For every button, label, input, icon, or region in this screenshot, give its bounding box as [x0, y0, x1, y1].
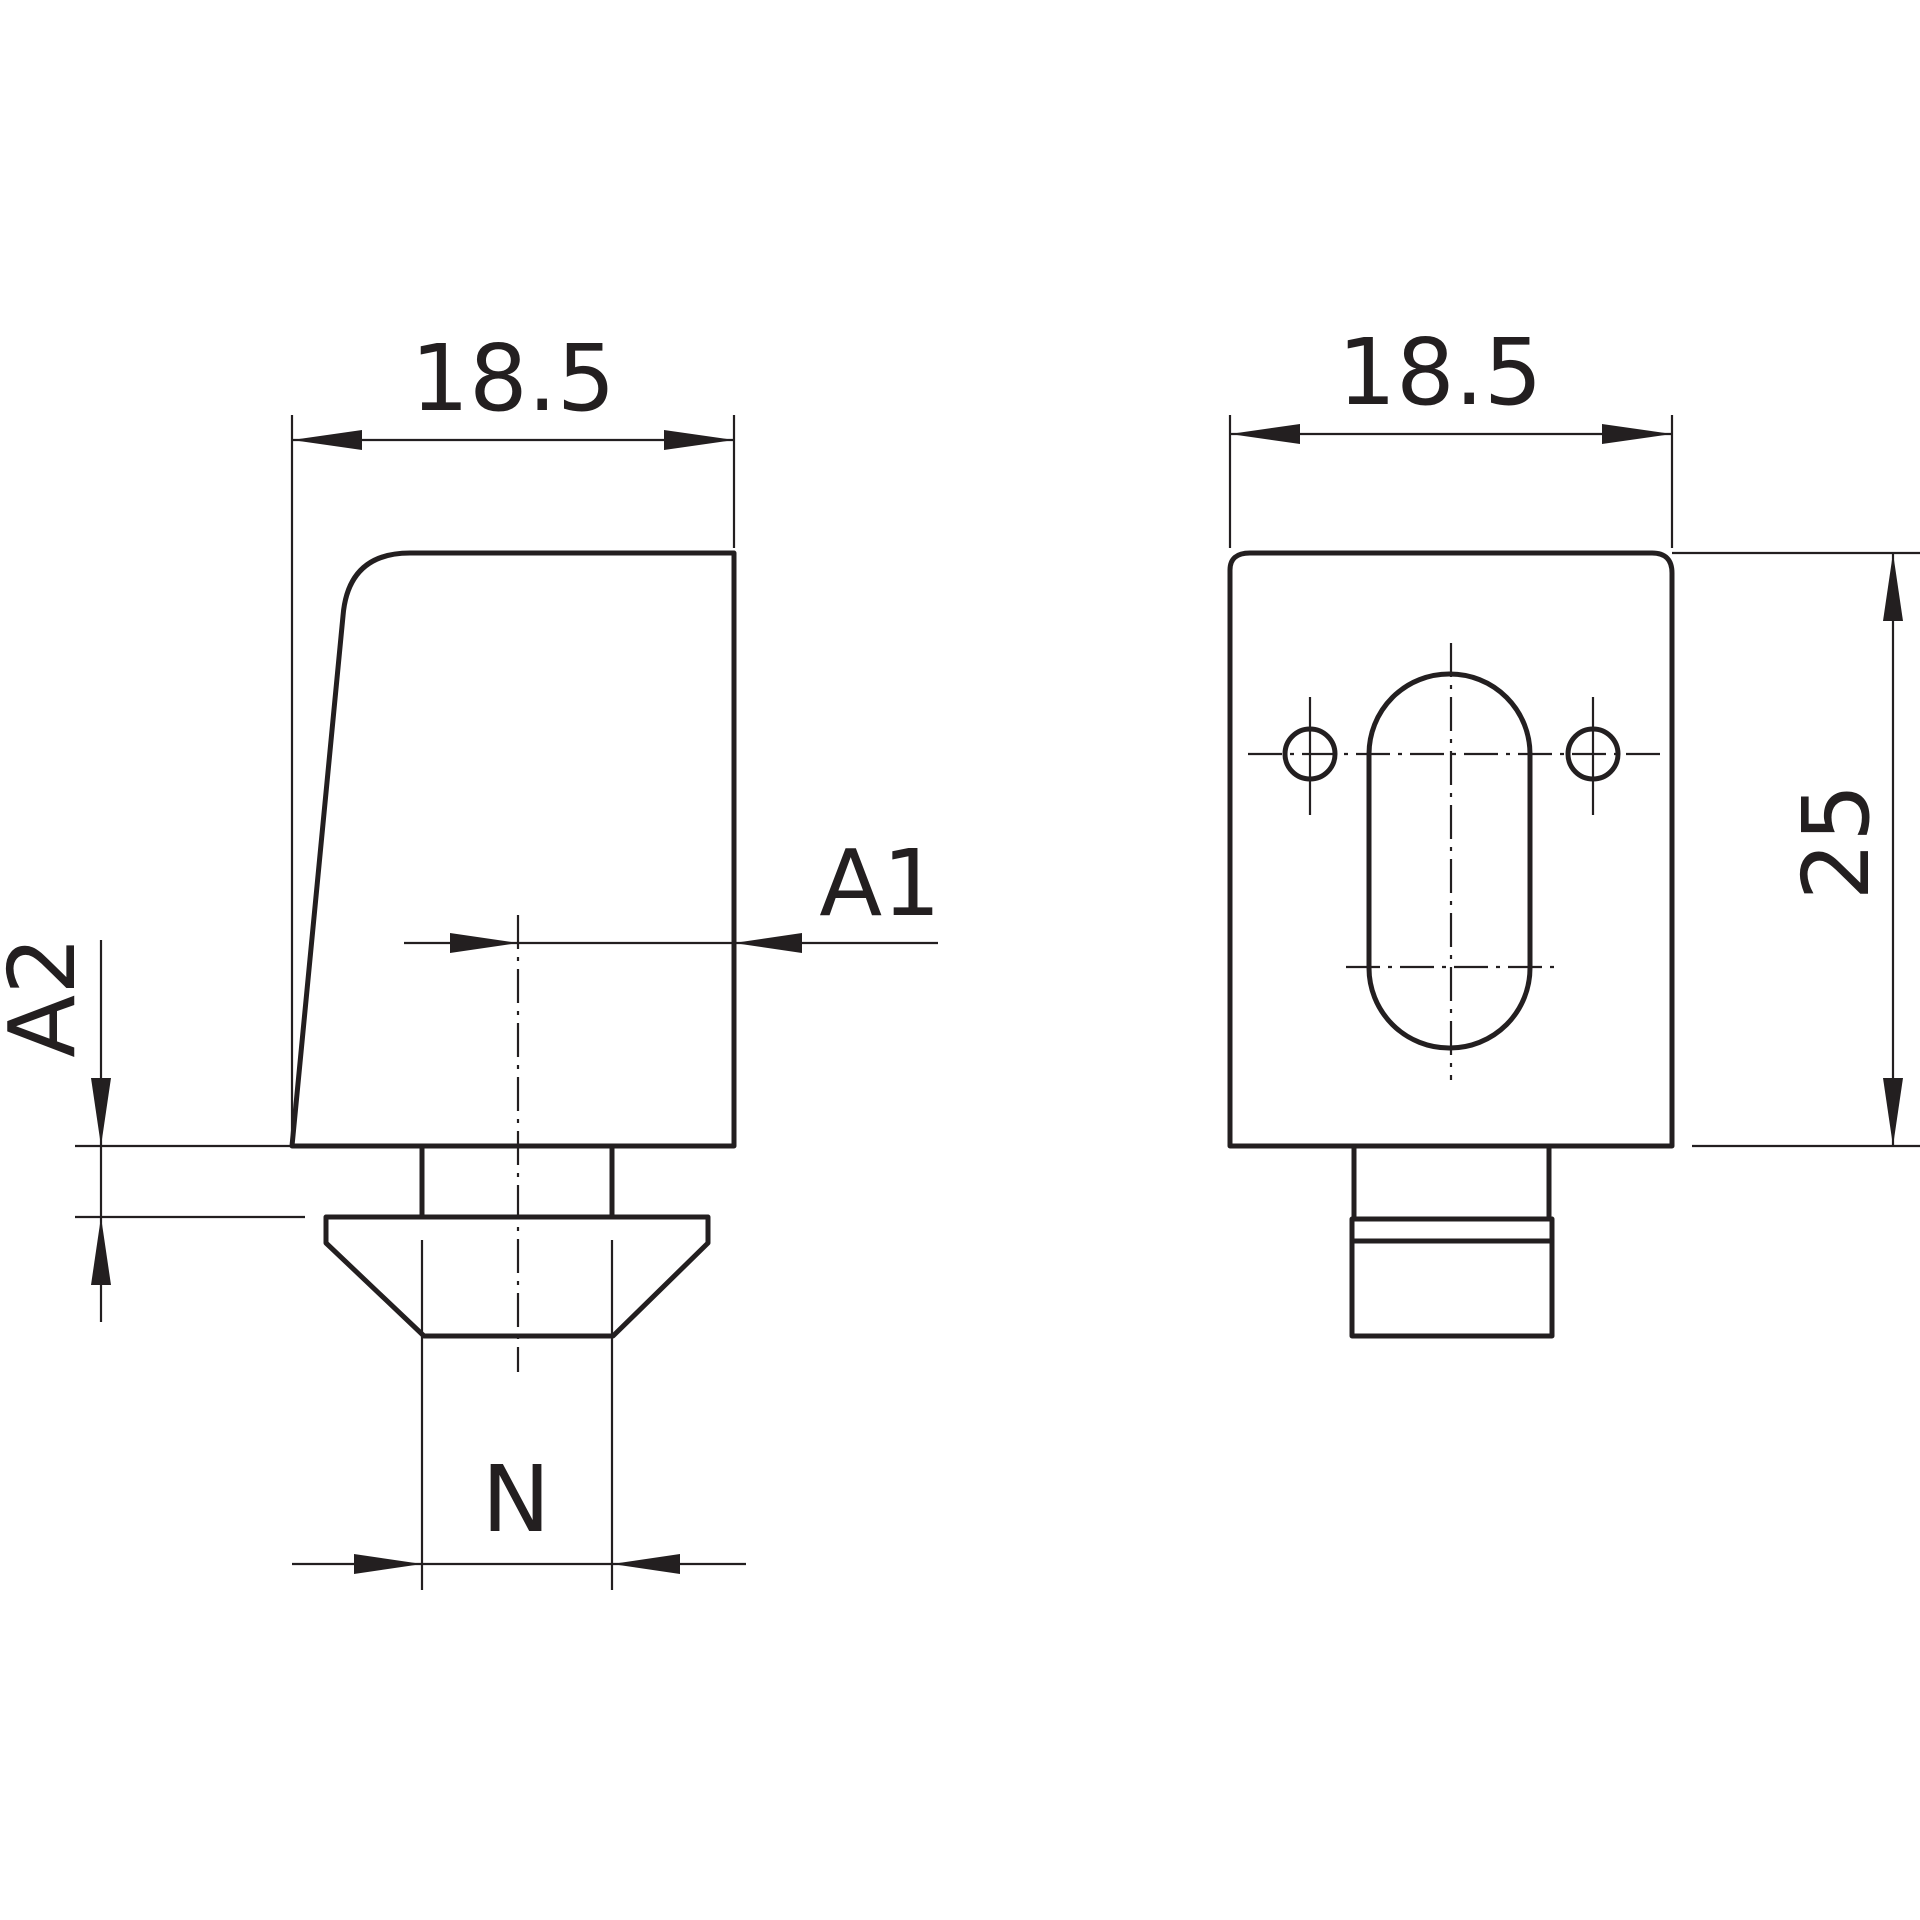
arrow-head — [91, 1078, 111, 1146]
front-view-stem — [1349, 1143, 1555, 1339]
arrow-head — [664, 430, 734, 450]
a2-label: A2 — [0, 936, 96, 1057]
side-view-head-inner-lines — [420, 1240, 614, 1336]
front-view-slot — [1366, 671, 1533, 1051]
arrow-head — [354, 1554, 422, 1574]
arrow-head — [91, 1217, 111, 1285]
side-width-label: 18.5 — [411, 325, 616, 432]
arrow-head — [292, 430, 362, 450]
a1-dimension: A1 — [404, 830, 941, 953]
arrow-head — [1883, 1078, 1903, 1146]
side-width-dimension: 18.5 — [290, 325, 736, 1140]
a2-dimension: A2 — [0, 936, 305, 1322]
front-width-label: 18.5 — [1338, 319, 1543, 426]
n-dimension: N — [292, 1336, 746, 1590]
arrow-head — [1883, 553, 1903, 621]
front-view-body — [1227, 550, 1675, 1149]
front-width-dimension: 18.5 — [1228, 319, 1674, 548]
side-view-body — [289, 550, 737, 1149]
arrow-head — [1602, 424, 1672, 444]
n-label: N — [482, 1446, 551, 1553]
side-view-neck — [419, 1143, 615, 1220]
height-dimension: 25 — [1672, 551, 1920, 1148]
a1-label: A1 — [819, 830, 940, 937]
height-label: 25 — [1783, 783, 1890, 900]
side-view: 18.5 A1 A2 N — [0, 325, 941, 1590]
arrow-head — [734, 933, 802, 953]
front-view: 18.5 25 — [1227, 319, 1920, 1339]
arrow-head — [450, 933, 518, 953]
arrow-head — [612, 1554, 680, 1574]
arrow-head — [1230, 424, 1300, 444]
